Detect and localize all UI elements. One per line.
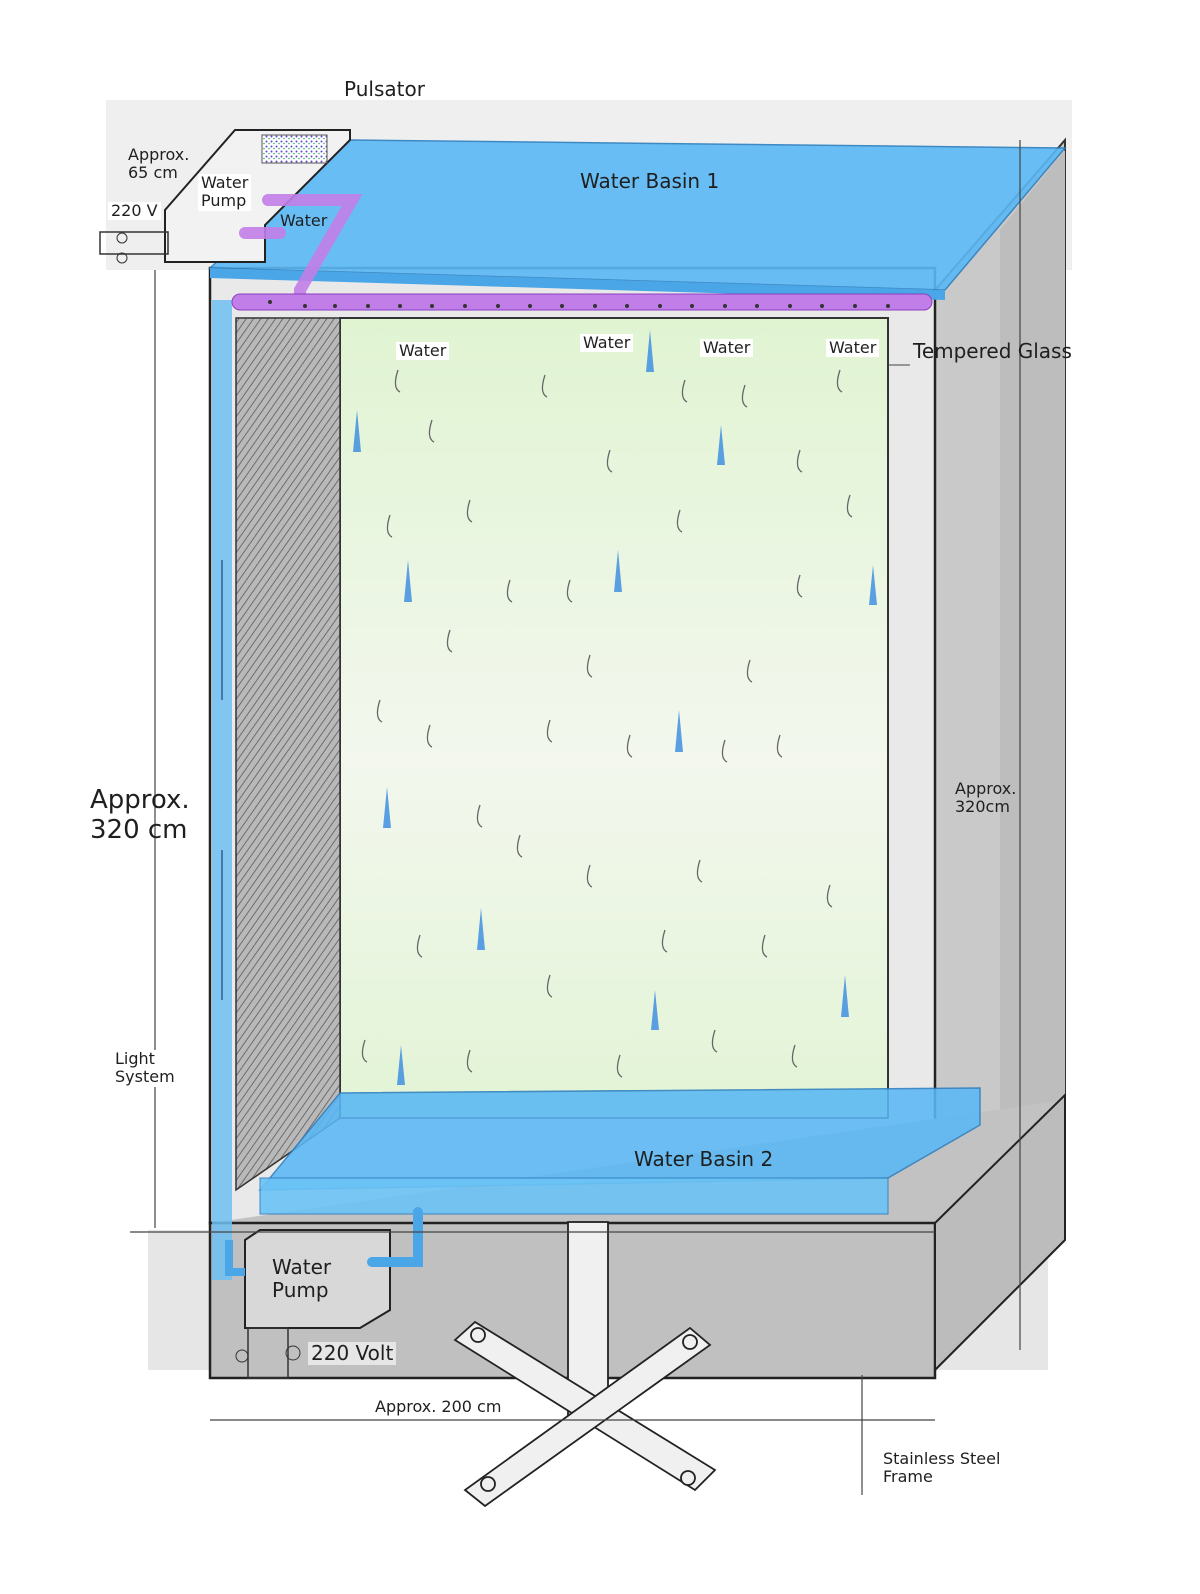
- bottom-pump-box: [244, 1229, 391, 1329]
- light-system-line1: Light: [115, 1049, 155, 1068]
- width-200cm-label: Approx. 200 cm: [372, 1397, 505, 1417]
- return-pipe: [212, 300, 232, 1280]
- height-right-line2: 320cm: [955, 797, 1010, 817]
- height-left-label: Approx. 320 cm: [90, 785, 190, 846]
- bottom-pump-pipe: [367, 1207, 423, 1267]
- stainless-frame-label: Stainless Steel Frame: [880, 1449, 1004, 1487]
- bottom-water-pump-line2: Pump: [272, 1278, 329, 1302]
- pulsator-label: Pulsator: [344, 77, 425, 101]
- base-side: [934, 1092, 1066, 1373]
- top-220v-label: 220 V: [108, 201, 161, 221]
- tempered-glass-panel: [339, 317, 889, 1119]
- water-basin-2: [258, 1087, 981, 1191]
- water-basin-1-label: Water Basin 1: [580, 169, 720, 193]
- light-system-label: Light System: [112, 1049, 178, 1087]
- water-basin-2-label: Water Basin 2: [634, 1147, 774, 1171]
- light-system-line2: System: [115, 1067, 175, 1087]
- tempered-glass-label: Tempered Glass: [913, 339, 1072, 363]
- stand-base: [453, 1320, 717, 1508]
- approx-65cm-label: Approx. 65 cm: [128, 145, 190, 183]
- top-water-pump-label: Water Pump: [198, 173, 252, 211]
- bottom-220-volt-label: 220 Volt: [308, 1342, 397, 1365]
- bottom-water-pump-label: Water Pump: [272, 1256, 331, 1302]
- height-right-line1: Approx.: [955, 779, 1017, 798]
- water-label-3: Water: [700, 338, 754, 358]
- height-right-label: Approx. 320cm: [955, 779, 1017, 817]
- water-basin-2-front: [259, 1177, 889, 1215]
- stainless-frame-line2: Frame: [883, 1467, 933, 1487]
- pipe-water-label: Water: [280, 211, 328, 230]
- top-water-pump-line1: Water: [201, 173, 249, 192]
- approx-65cm-line2: 65 cm: [128, 163, 178, 183]
- droplet-sketches: [361, 369, 853, 1078]
- water-label-2: Water: [580, 333, 634, 353]
- water-drops: [353, 330, 877, 1085]
- light-system-panel: [235, 317, 341, 1192]
- top-water-pump-line2: Pump: [201, 191, 247, 211]
- frame-side-shadow: [1000, 150, 1065, 1180]
- spray-holes: [268, 300, 890, 308]
- bottom-power-cable: [247, 1327, 289, 1379]
- dimension-lines: [130, 140, 1021, 1495]
- bottom-water-pump-line1: Water: [272, 1255, 332, 1279]
- approx-65cm-line1: Approx.: [128, 145, 190, 164]
- pulsator: [261, 134, 328, 164]
- height-left-line1: Approx.: [90, 785, 190, 815]
- height-left-line2: 320 cm: [90, 814, 188, 845]
- water-label-1: Water: [396, 341, 450, 361]
- water-label-4: Water: [826, 338, 880, 358]
- stainless-frame-line1: Stainless Steel: [883, 1449, 1001, 1468]
- spray-bar: [231, 293, 933, 311]
- water-basin-1-front: [210, 268, 945, 300]
- top-power-cable: [99, 231, 169, 255]
